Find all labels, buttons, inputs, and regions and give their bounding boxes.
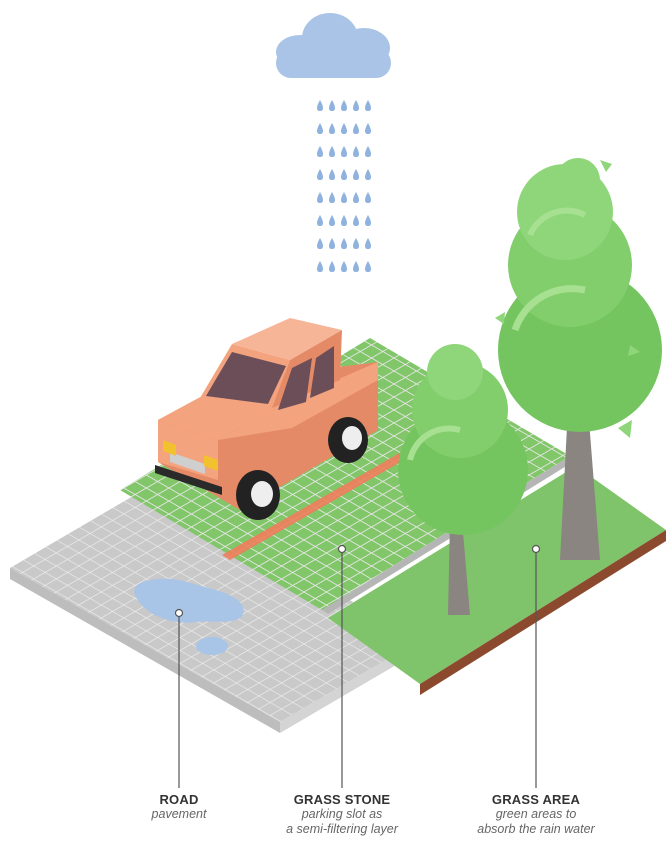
rain-drop-icon	[317, 100, 323, 111]
cloud-icon	[276, 13, 391, 78]
rain-drop-icon	[341, 192, 347, 203]
rain-drop-icon	[317, 261, 323, 272]
rain-drop-icon	[329, 146, 335, 157]
rain-drop-icon	[365, 123, 371, 134]
rain-drop-icon	[317, 238, 323, 249]
rain-drop-icon	[341, 146, 347, 157]
rain-drop-icon	[353, 146, 359, 157]
rain-drop-icon	[353, 215, 359, 226]
rain-drop-icon	[341, 261, 347, 272]
rain-drop-icon	[341, 123, 347, 134]
rain-drop-icon	[353, 100, 359, 111]
rain-drop-icon	[353, 238, 359, 249]
grass-stone-callout: GRASS STONE parking slot as a semi-filte…	[242, 792, 442, 837]
rain-drop-icon	[317, 169, 323, 180]
rain-drop-icon	[329, 238, 335, 249]
rain-drop-icon	[329, 261, 335, 272]
rain-drop-icon	[329, 169, 335, 180]
rain-drop-icon	[329, 100, 335, 111]
rain-drop-icon	[329, 215, 335, 226]
grass-stone-marker-dot	[339, 546, 346, 553]
grass-area-subtitle-2: absorb the rain water	[436, 822, 636, 837]
rain-drop-icon	[353, 192, 359, 203]
grass-area-title: GRASS AREA	[436, 792, 636, 807]
grass-area-marker-dot	[533, 546, 540, 553]
rain-drop-icon	[317, 146, 323, 157]
grass-stone-title: GRASS STONE	[242, 792, 442, 807]
rain-drop-icon	[353, 169, 359, 180]
rain-drop-icon	[365, 146, 371, 157]
rain-drop-icon	[317, 215, 323, 226]
rain-drop-icon	[353, 261, 359, 272]
road-marker-dot	[176, 610, 183, 617]
rain-drops	[317, 100, 371, 272]
rain-drop-icon	[317, 192, 323, 203]
rain-drop-icon	[365, 100, 371, 111]
rain-drop-icon	[341, 100, 347, 111]
grass-area-subtitle-1: green areas to	[436, 807, 636, 822]
rain-drop-icon	[365, 215, 371, 226]
rain-drop-icon	[365, 261, 371, 272]
rain-drop-icon	[353, 123, 359, 134]
grass-area-callout: GRASS AREA green areas to absorb the rai…	[436, 792, 636, 837]
rain-drop-icon	[329, 123, 335, 134]
rain-drop-icon	[365, 169, 371, 180]
rain-drop-icon	[365, 192, 371, 203]
rain-drop-icon	[341, 238, 347, 249]
grass-stone-subtitle-1: parking slot as	[242, 807, 442, 822]
grass-stone-subtitle-2: a semi-filtering layer	[242, 822, 442, 837]
rain-drop-icon	[341, 215, 347, 226]
rain-drop-icon	[317, 123, 323, 134]
rain-drop-icon	[365, 238, 371, 249]
rain-drop-icon	[341, 169, 347, 180]
rain-drop-icon	[329, 192, 335, 203]
